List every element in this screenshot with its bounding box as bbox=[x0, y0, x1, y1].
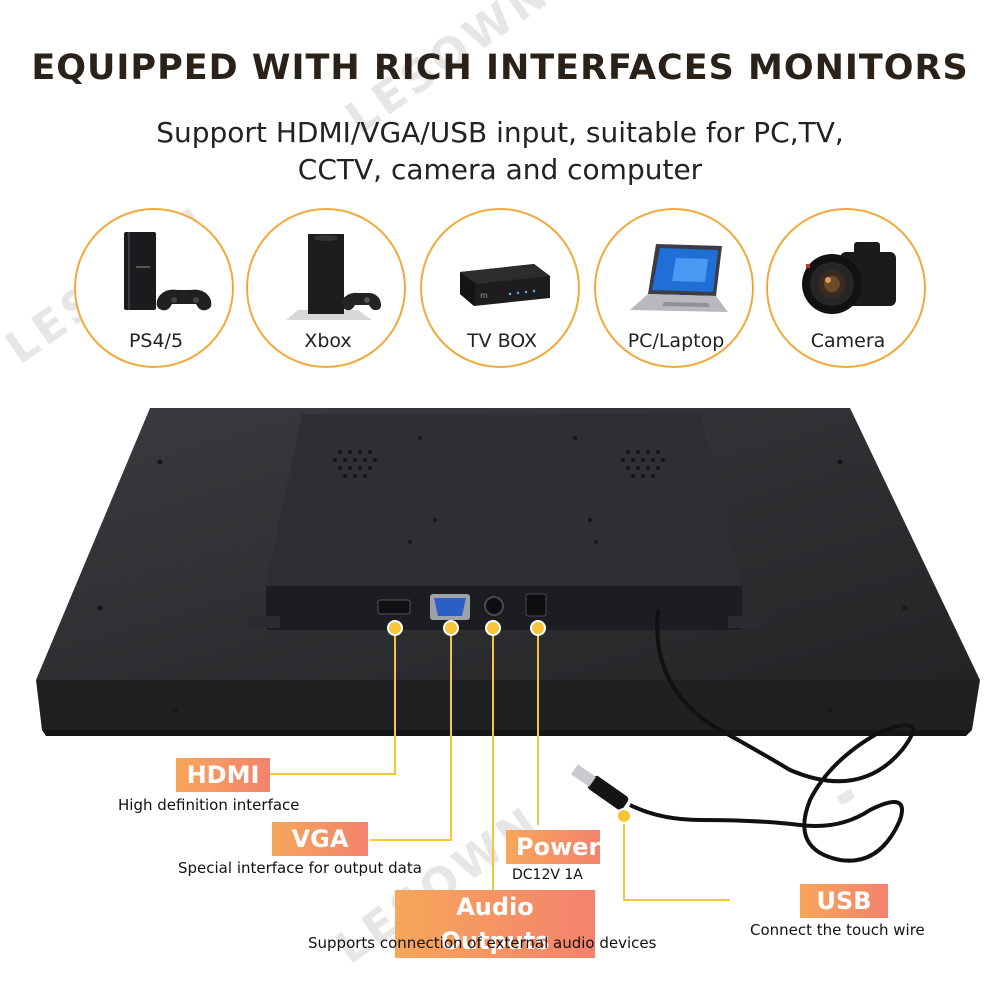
device-card-laptop: PC/Laptop bbox=[594, 208, 754, 368]
connector-dots bbox=[387, 620, 632, 824]
subtitle-line-1: Support HDMI/VGA/USB input, suitable for… bbox=[156, 116, 844, 149]
game-console-icon bbox=[124, 232, 212, 311]
page-subtitle: Support HDMI/VGA/USB input, suitable for… bbox=[100, 114, 900, 188]
svg-text:m: m bbox=[480, 291, 488, 300]
audio-port bbox=[484, 596, 504, 616]
device-label-camera: Camera bbox=[810, 330, 886, 352]
back-plate bbox=[266, 414, 742, 586]
device-card-tvbox: m TV BOX bbox=[420, 208, 580, 368]
vga-tag: VGA bbox=[272, 822, 368, 856]
camera-icon bbox=[802, 242, 896, 314]
usb-tag: USB bbox=[800, 884, 888, 918]
laptop-icon bbox=[630, 244, 728, 312]
tv-box-icon: m bbox=[460, 264, 550, 306]
audio-tag: Audio Outputs bbox=[395, 890, 595, 958]
device-card-camera: Camera bbox=[766, 208, 926, 368]
usb-plug bbox=[571, 764, 629, 810]
power-description: DC12V 1A bbox=[512, 867, 583, 883]
device-label-ps: PS4/5 bbox=[128, 330, 184, 352]
vga-description: Special interface for output data bbox=[178, 859, 422, 877]
monitor-back-illustration bbox=[36, 408, 980, 901]
subtitle-line-2: CCTV, camera and computer bbox=[297, 153, 703, 186]
hdmi-port bbox=[377, 599, 411, 615]
device-label-xbox: Xbox bbox=[304, 330, 352, 352]
xbox-console-icon bbox=[286, 234, 381, 320]
power-port bbox=[525, 593, 547, 617]
audio-description: Supports connection of external audio de… bbox=[308, 934, 657, 952]
page-title: EQUIPPED WITH RICH INTERFACES MONITORS bbox=[31, 48, 969, 88]
power-tag: Power bbox=[506, 830, 600, 864]
device-label-laptop: PC/Laptop bbox=[627, 330, 725, 352]
hdmi-tag: HDMI bbox=[176, 758, 270, 792]
speaker-grille-left bbox=[333, 450, 377, 478]
device-card-xbox: Xbox bbox=[246, 208, 406, 368]
device-label-tvbox: TV BOX bbox=[466, 330, 538, 352]
speaker-grille-right bbox=[621, 450, 665, 478]
usb-description: Connect the touch wire bbox=[750, 921, 925, 939]
hdmi-description: High definition interface bbox=[118, 796, 300, 814]
usb-cable bbox=[629, 609, 915, 863]
device-card-ps: PS4/5 bbox=[74, 208, 234, 368]
vga-port bbox=[434, 598, 466, 616]
